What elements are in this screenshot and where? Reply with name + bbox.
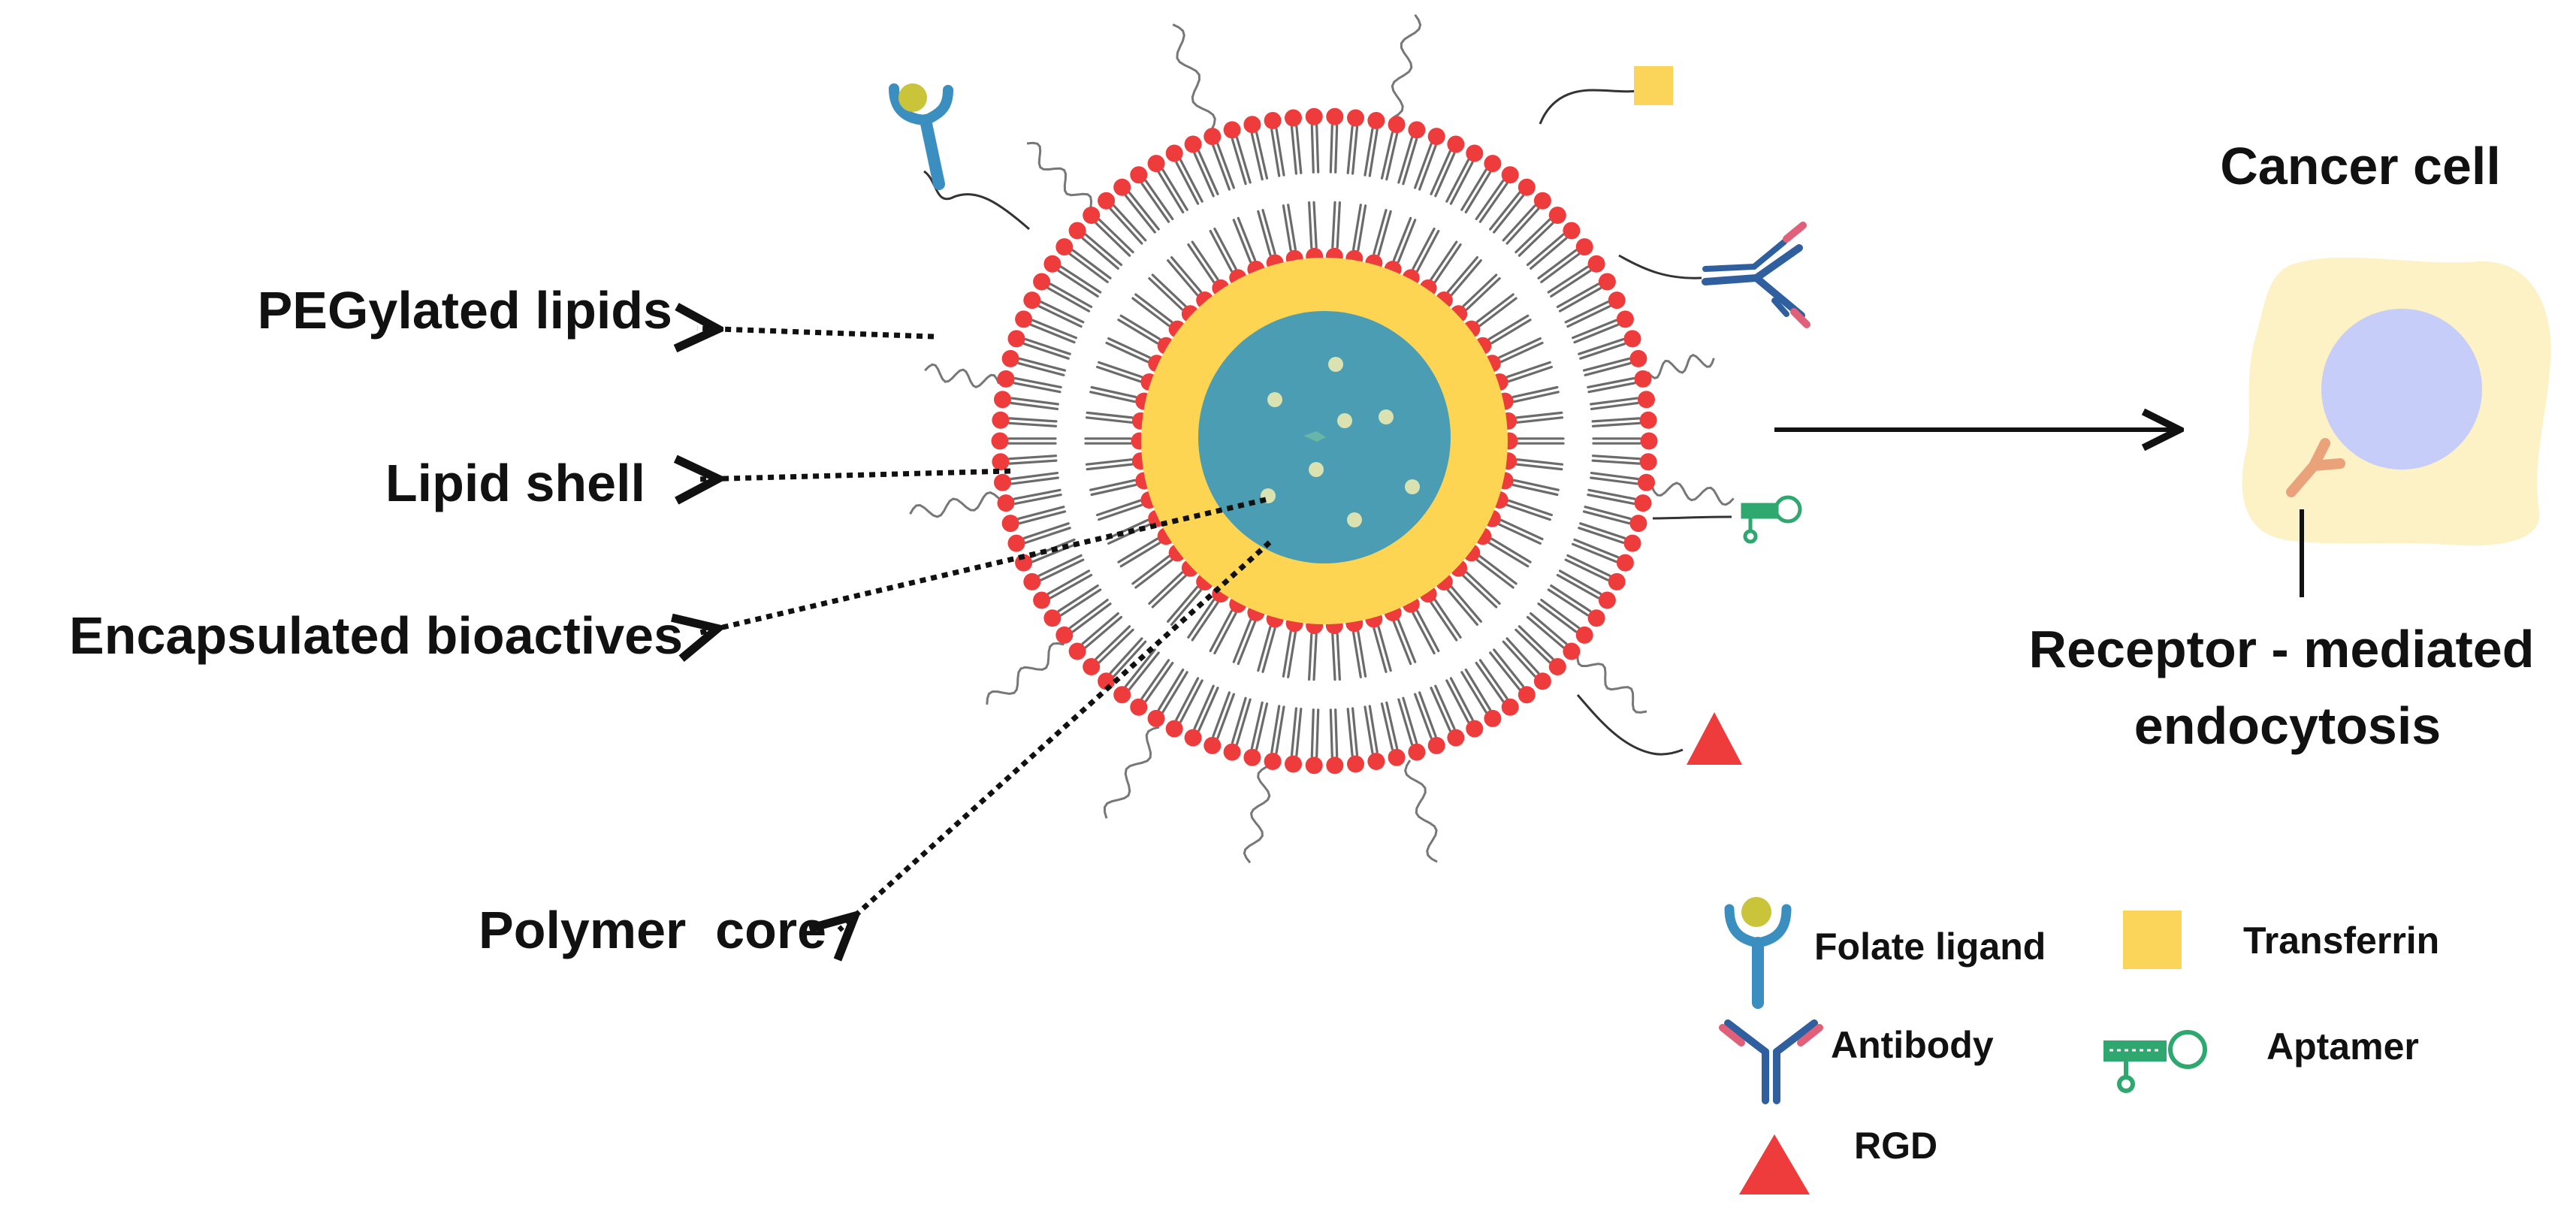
label-cancer-cell: Cancer cell — [2220, 137, 2501, 195]
legend-folate-label: Folate ligand — [1814, 926, 2046, 968]
receptor-icon — [2286, 438, 2345, 497]
peg-chain — [1650, 482, 1735, 506]
pointer-lines — [697, 328, 1272, 930]
peg-chain — [1243, 766, 1271, 864]
aptamer-icon — [1741, 495, 1802, 544]
label-endocytosis: endocytosis — [2134, 696, 2441, 755]
legend-transferrin-icon — [2123, 911, 2182, 969]
peg-chain — [1404, 760, 1438, 863]
legend-rgd-icon — [1739, 1134, 1810, 1194]
lipid-bilayer — [991, 107, 1658, 775]
peg-chains — [909, 14, 1735, 864]
cancer-cell — [2242, 257, 2551, 597]
rgd-triangle-icon — [1687, 712, 1742, 765]
antibody-icon — [1702, 222, 1810, 328]
label-lipid-shell: Lipid shell — [385, 454, 645, 512]
folate-ligand-icon — [889, 83, 953, 190]
peg-chain — [909, 491, 1000, 518]
peg-chain — [924, 363, 1001, 388]
legend-folate-icon — [1724, 897, 1792, 1009]
label-polymer-core: Polymer core — [479, 901, 826, 959]
transferrin-icon — [1634, 66, 1673, 105]
lipid-tails — [1007, 124, 1641, 758]
peg-chain — [986, 642, 1065, 705]
label-encapsulated-bioactives: Encapsulated bioactives — [69, 606, 683, 665]
peg-chain — [1026, 141, 1093, 208]
label-receptor-mediated: Receptor - mediated — [2029, 620, 2535, 678]
cancer-cell-nucleus — [2321, 309, 2482, 470]
peg-chain — [1647, 353, 1715, 380]
peg-chain — [1103, 726, 1160, 819]
label-pegylated-lipids: PEGylated lipids — [258, 281, 672, 340]
legend: Folate ligand Transferrin Antibody Aptam… — [1719, 897, 2439, 1194]
legend-aptamer-label: Aptamer — [2266, 1025, 2419, 1068]
legend-antibody-label: Antibody — [1831, 1024, 1994, 1066]
legend-transferrin-label: Transferrin — [2243, 920, 2439, 962]
lipid-heads — [991, 107, 1658, 775]
peg-chain — [1391, 14, 1422, 119]
legend-aptamer-icon — [2103, 1030, 2207, 1093]
legend-rgd-label: RGD — [1854, 1125, 1937, 1167]
peg-chain — [1172, 23, 1216, 131]
peg-chain — [1576, 653, 1647, 714]
legend-antibody-icon — [1719, 1019, 1823, 1104]
